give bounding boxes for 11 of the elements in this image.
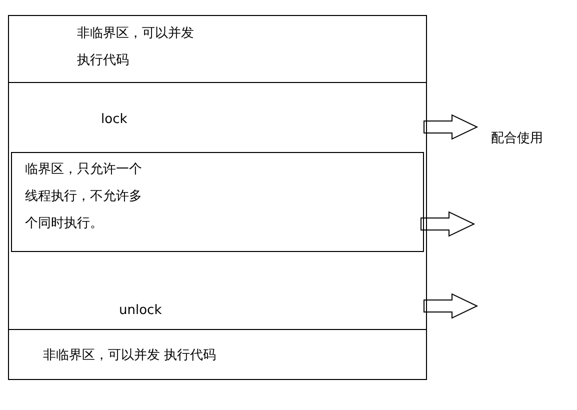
section-text: 临界区，只允许一个线程执行，不允许多个同时执行。 [25,161,143,233]
outer-frame [8,15,427,380]
section-text: 非临界区，可以并发 执行代码 [43,347,218,365]
section-text: unlock [119,302,163,320]
hollow-arrow [424,114,478,140]
section-text: 非临界区，可以并发执行代码 [77,25,195,70]
hollow-arrow [424,293,478,319]
note-text: 配合使用 [491,130,543,148]
critical-section-box [11,152,424,252]
hollow-arrow [420,211,476,237]
section-text: lock [101,111,128,129]
